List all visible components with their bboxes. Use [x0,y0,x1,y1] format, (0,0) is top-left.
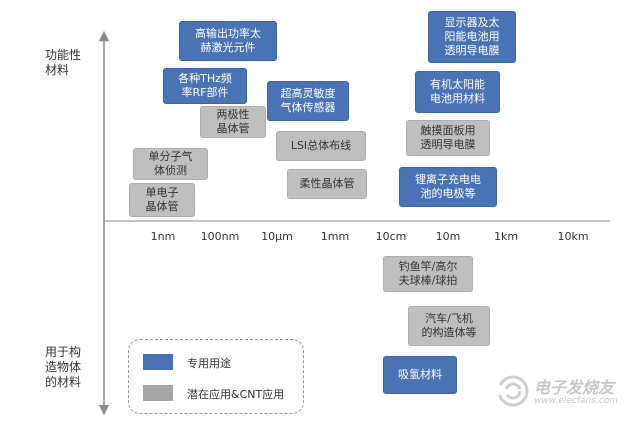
watermark-swirl-icon [497,375,529,407]
watermark-logo: 电子发烧友 www.elecfans.com [496,372,636,414]
box-vehicle-structure: 汽车/飞机 的构造体等 [408,306,490,346]
tick-10um: 10μm [261,230,293,243]
tick-10cm: 10cm [375,230,407,243]
box-sports-gear: 钓鱼竿/高尔 夫球棒/球拍 [383,256,473,292]
box-thz-rf: 各种THz频 率RF部件 [163,68,247,104]
tick-1mm: 1mm [320,230,350,243]
box-hydrogen-storage: 吸氢材料 [383,356,457,394]
box-li-ion-electrode: 锂离子充电电 池的电极等 [399,167,497,207]
box-single-electron: 单电子 晶体管 [129,183,195,217]
legend: 专用用途 潜在应用&CNT应用 [128,339,304,414]
legend-swatch-potential [143,385,173,401]
box-ambipolar-transistor: 两极性 晶体管 [200,106,266,138]
watermark-url: www.elecfans.com [534,396,619,406]
tick-10m: 10m [435,230,461,243]
tick-1km: 1km [493,230,519,243]
y-axis-top-label: 功能性 材料 [45,48,82,77]
box-single-molecule: 单分子气 体侦测 [133,148,208,180]
box-display-solar-film: 显示器及太 阳能电池用 透明导电膜 [428,11,516,63]
box-flexible-transistor: 柔性晶体管 [287,169,367,199]
watermark-brand: 电子发烧友 [534,378,615,397]
box-lsi-wiring: LSI总体布线 [276,131,366,161]
box-thz-laser: 高输出功率太 赫激光元件 [179,21,277,61]
box-touch-panel-film: 触摸面板用 透明导电膜 [406,120,490,156]
tick-100nm: 100nm [200,230,240,243]
legend-label-potential: 潜在应用&CNT应用 [187,388,285,401]
legend-swatch-dedicated [143,354,173,370]
tick-10km: 10km [557,230,589,243]
y-axis-bottom-label: 用于构 造物体 的材料 [45,345,82,389]
tick-1nm: 1nm [150,230,176,243]
legend-label-dedicated: 专用用途 [187,357,231,370]
box-gas-sensor: 超高灵敏度 气体传感器 [267,81,349,121]
box-organic-solar: 有机太阳能 电池用材料 [415,71,500,113]
